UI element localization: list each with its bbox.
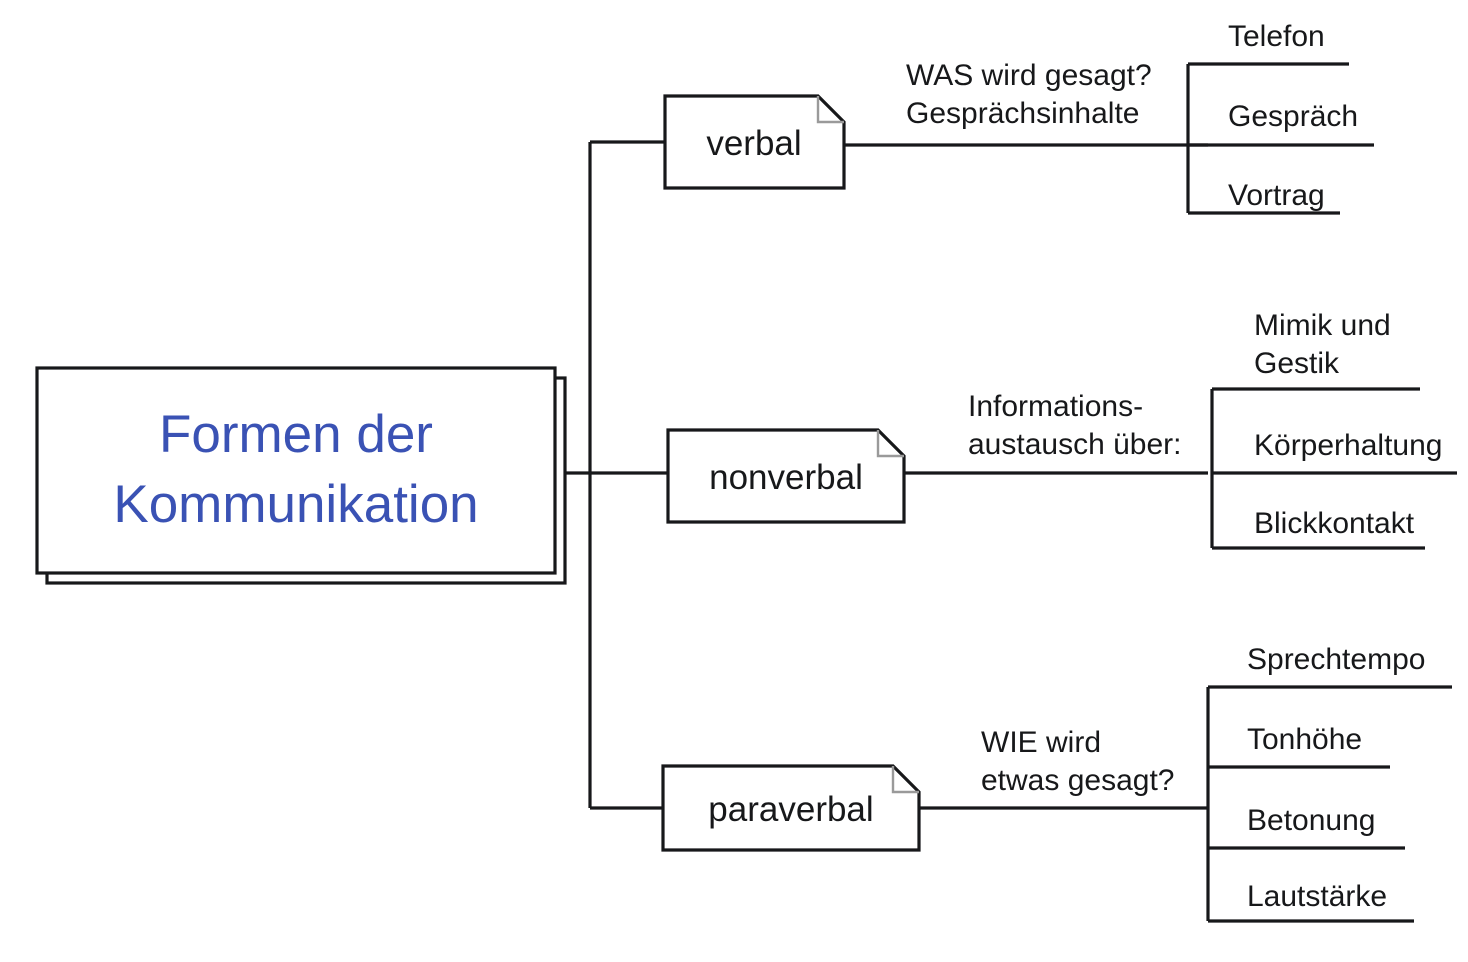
branch-node-paraverbal-shape [661, 764, 921, 852]
edge-label-nonverbal-line1: Informations- [968, 390, 1143, 423]
leaf-group-paraverbal: Sprechtempo Tonhöhe Betonung Lautstärke [1206, 643, 1452, 923]
edge-label-verbal-line1: WAS wird gesagt? [906, 59, 1152, 92]
leaf-label-verbal-0[interactable]: Telefon [1228, 20, 1325, 53]
leaf-group-nonverbal: Mimik und Gestik Körperhaltung Blickkont… [1210, 309, 1457, 550]
edge-paraverbal: WIE wird etwas gesagt? [919, 726, 1208, 810]
leaf-label-paraverbal-0[interactable]: Sprechtempo [1247, 643, 1425, 676]
leaf-group-verbal: Telefon Gespräch Vortrag [1186, 20, 1374, 215]
branch-node-nonverbal-shape [666, 428, 906, 524]
central-node[interactable]: Formen der Kommunikation [35, 366, 567, 585]
edge-nonverbal: Informations- austausch über: [904, 390, 1208, 475]
branch-node-verbal-fold-icon [816, 96, 844, 124]
leaf-label-paraverbal-1[interactable]: Tonhöhe [1247, 723, 1362, 756]
leaf-label-verbal-1[interactable]: Gespräch [1228, 100, 1358, 133]
central-node-front-card [35, 366, 557, 575]
leaf-label-paraverbal-3[interactable]: Lautstärke [1247, 880, 1387, 913]
branch-node-nonverbal-label: nonverbal [709, 458, 863, 497]
leaf-label-nonverbal-0a[interactable]: Mimik und [1254, 309, 1391, 342]
leaf-label-nonverbal-1[interactable]: Körperhaltung [1254, 429, 1442, 462]
branch-node-paraverbal-fold-icon [891, 766, 919, 794]
central-node-title-line2: Kommunikation [113, 475, 478, 534]
branch-node-verbal-label: verbal [706, 124, 801, 163]
leaf-label-nonverbal-2[interactable]: Blickkontakt [1254, 507, 1415, 540]
leaf-label-paraverbal-2[interactable]: Betonung [1247, 804, 1375, 837]
edge-label-verbal-line2: Gesprächsinhalte [906, 97, 1139, 130]
leaf-label-nonverbal-0b[interactable]: Gestik [1254, 347, 1340, 380]
edge-label-paraverbal-line2: etwas gesagt? [981, 764, 1174, 797]
branch-node-verbal[interactable]: verbal [663, 94, 846, 190]
branch-node-nonverbal-fold-icon [876, 430, 904, 458]
branch-node-nonverbal[interactable]: nonverbal [666, 428, 906, 524]
branch-node-paraverbal[interactable]: paraverbal [661, 764, 921, 852]
branch-node-paraverbal-label: paraverbal [708, 790, 873, 829]
leaf-label-verbal-2[interactable]: Vortrag [1228, 179, 1325, 212]
connector-trunk [565, 140, 668, 810]
central-node-title-line1: Formen der [159, 405, 433, 464]
edge-label-nonverbal-line2: austausch über: [968, 428, 1181, 461]
edge-label-paraverbal-line1: WIE wird [981, 726, 1101, 759]
edge-verbal: WAS wird gesagt? Gesprächsinhalte [844, 59, 1208, 147]
branch-node-verbal-shape [663, 94, 846, 190]
